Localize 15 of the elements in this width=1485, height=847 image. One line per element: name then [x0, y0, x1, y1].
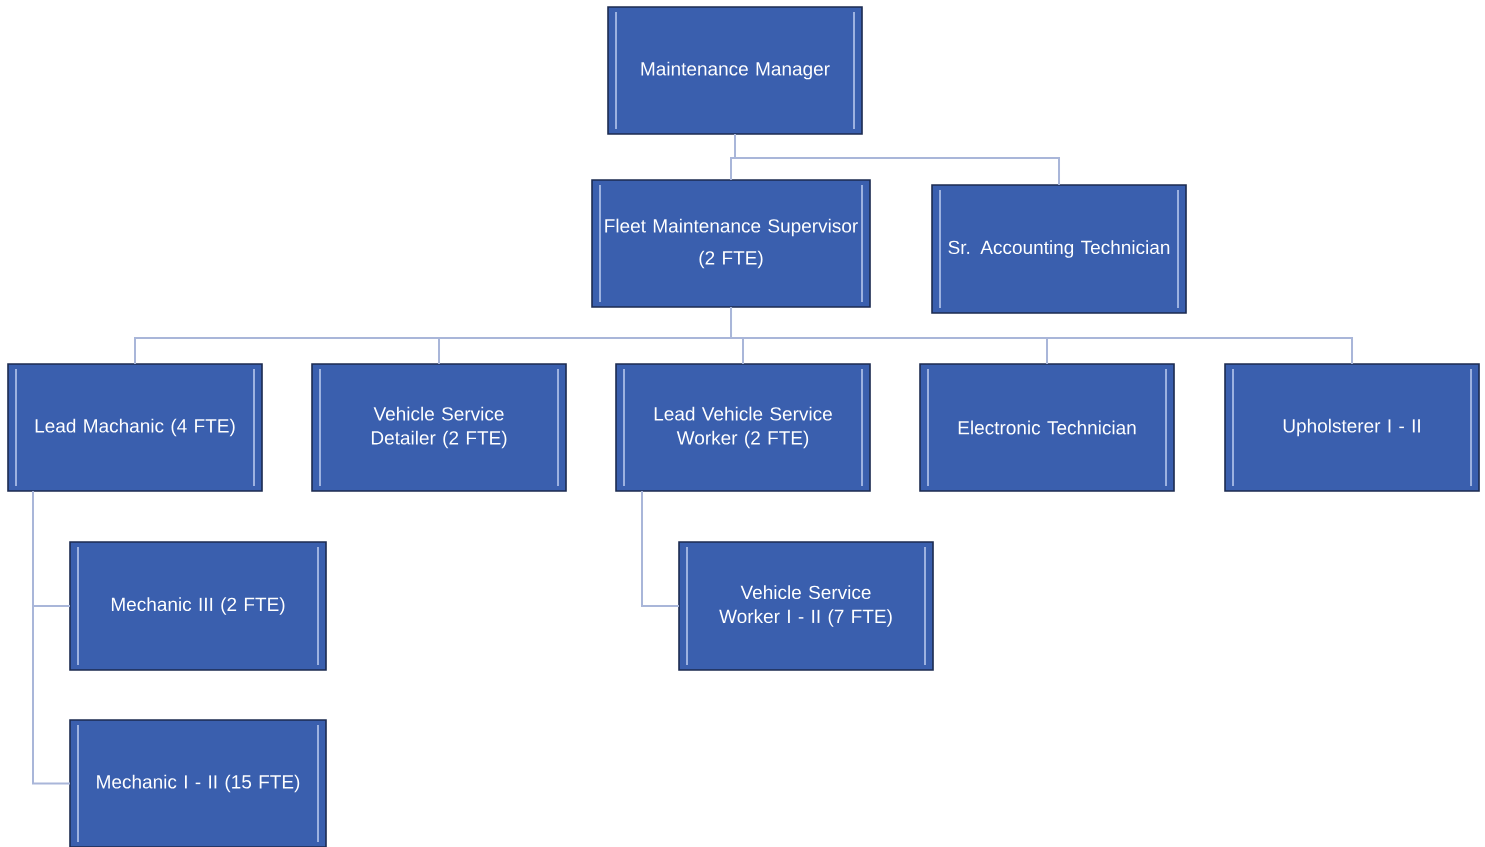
- org-box: Maintenance Manager: [607, 6, 863, 135]
- org-box: Sr. Accounting Technician: [931, 184, 1187, 314]
- org-box: Lead Machanic (4 FTE): [7, 363, 263, 492]
- org-box: Fleet Maintenance Supervisor (2 FTE): [591, 179, 871, 308]
- org-box: Electronic Technician: [919, 363, 1175, 492]
- org-box: Vehicle Service Worker I - II (7 FTE): [678, 541, 934, 671]
- org-box: Lead Vehicle Service Worker (2 FTE): [615, 363, 871, 492]
- org-box: Mechanic I - II (15 FTE): [69, 719, 327, 847]
- org-box: Upholsterer I - II: [1224, 363, 1480, 492]
- connector-line: [730, 306, 1353, 365]
- org-box: Vehicle Service Detailer (2 FTE): [311, 363, 567, 492]
- connector-line: [32, 490, 71, 785]
- org-box: Mechanic III (2 FTE): [69, 541, 327, 671]
- connector-line: [641, 490, 680, 607]
- connector-line: [734, 133, 1060, 186]
